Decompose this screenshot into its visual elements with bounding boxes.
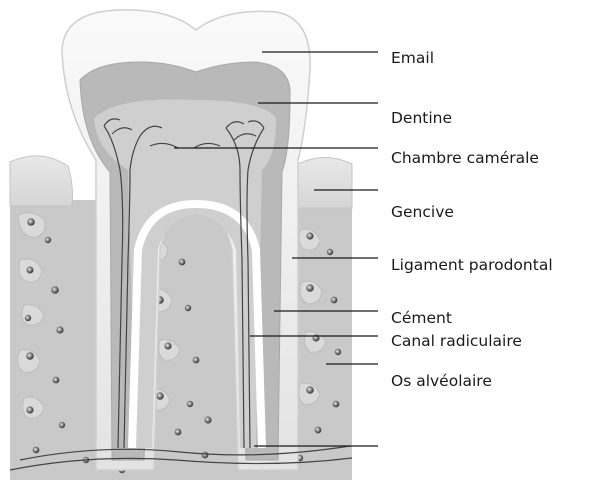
alveolar-bone (10, 200, 352, 480)
label-ligament-parodontal: Ligament parodontal (391, 258, 553, 274)
label-canal-radiculaire: Canal radiculaire (391, 334, 522, 350)
label-dentine: Dentine (391, 111, 452, 127)
label-cement: Cément (391, 311, 452, 327)
label-os-alveolaire: Os alvéolaire (391, 374, 492, 390)
label-gencive: Gencive (391, 205, 454, 221)
label-chambre-camerale: Chambre camérale (391, 151, 539, 167)
label-email: Email (391, 51, 434, 67)
